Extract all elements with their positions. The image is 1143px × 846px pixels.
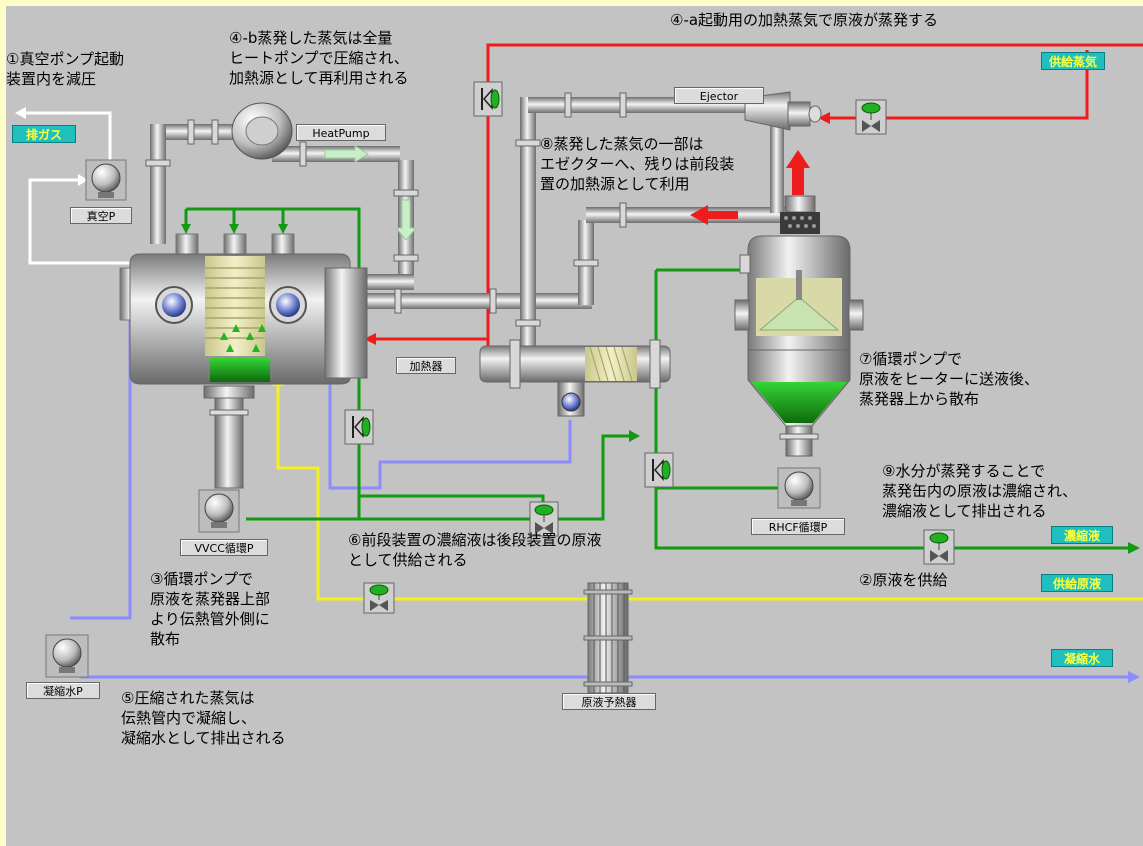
- label-rhcf-pump: RHCF循環P: [751, 518, 845, 535]
- condensate-pump-icon[interactable]: [45, 634, 89, 678]
- vvcc-evaporator: [119, 233, 368, 489]
- label-condensate-pump: 凝縮水P: [26, 682, 100, 699]
- arrow-lightgreen-icon: [394, 199, 418, 241]
- note-series-feed: ⑥前段装置の濃縮液は後段装置の原液 として供給される: [348, 531, 602, 569]
- concentrate-control-valve-icon[interactable]: [923, 529, 955, 565]
- steam-control-valve-icon[interactable]: [855, 99, 887, 135]
- arrow-red-icon: [364, 333, 376, 345]
- rhcf-evaporator: [734, 195, 864, 457]
- condensate-valve-icon[interactable]: [344, 409, 374, 445]
- arrow-white-icon: [15, 107, 26, 119]
- arrow-white-icon: [78, 174, 88, 186]
- label-preheater: 原液予熱器: [562, 693, 656, 710]
- feed-control-valve-icon[interactable]: [363, 582, 395, 614]
- note-feed-supply: ②原液を供給: [859, 571, 948, 589]
- arrow-red-icon: [690, 205, 738, 225]
- note-vapor-split: ⑧蒸発した蒸気の一部は エゼクターへ、残りは前段装 置の加熱源として利用: [540, 135, 735, 193]
- rhcf-pump-icon[interactable]: [777, 467, 821, 509]
- arrow-blue-icon: [1128, 671, 1140, 683]
- circulation-control-valve-icon[interactable]: [529, 501, 559, 537]
- label-heater: 加熱器: [396, 357, 456, 374]
- arrow-green-icon: [229, 224, 239, 234]
- heater-condensate-line: [328, 372, 572, 490]
- label-ejector: Ejector: [674, 87, 764, 104]
- label-vacuum-pump: 真空P: [70, 207, 132, 224]
- label-vvcc-pump: VVCC循環P: [180, 539, 268, 556]
- vvcc-pump-icon[interactable]: [198, 489, 240, 533]
- steam-valve-icon[interactable]: [473, 81, 503, 117]
- arrow-red-icon: [818, 112, 830, 124]
- stream-tag-steam-supply: 供給蒸気: [1041, 52, 1105, 70]
- arrow-green-icon: [629, 430, 640, 442]
- arrow-lightgreen-icon: [324, 145, 369, 163]
- process-diagram: ①真空ポンプ起動 装置内を減圧 ④-b蒸発した蒸気は全量 ヒートポンプで圧縮され…: [6, 6, 1143, 846]
- vacuum-pump-icon[interactable]: [85, 159, 127, 201]
- stream-tag-condensate: 凝縮水: [1051, 649, 1113, 667]
- note-vvcc-circulation: ③循環ポンプで 原液を蒸発器上部 より伝熱管外側に 散布: [150, 570, 271, 648]
- label-heat-pump: HeatPump: [296, 124, 386, 141]
- stream-tag-concentrate: 濃縮液: [1051, 526, 1113, 544]
- note-concentration: ⑨水分が蒸発することで 蒸発缶内の原液は濃縮され、 濃縮液として排出される: [882, 462, 1078, 520]
- heater: [479, 339, 671, 417]
- condensate-line-vertical: [70, 320, 132, 620]
- note-condensation: ⑤圧縮された蒸気は 伝熱管内で凝縮し、 凝縮水として排出される: [121, 689, 286, 747]
- rhcf-valve-icon[interactable]: [644, 452, 674, 488]
- steam-line-to-ejector: [825, 50, 1089, 120]
- note-rhcf-circulation: ⑦循環ポンプで 原液をヒーターに送液後、 蒸発器上から散布: [859, 350, 1040, 408]
- preheater: [583, 582, 633, 694]
- stream-tag-feed-supply: 供給原液: [1041, 574, 1113, 592]
- note-heat-pump-reuse: ④-b蒸発した蒸気は全量 ヒートポンプで圧縮され、 加熱源として再利用される: [229, 29, 409, 87]
- arrow-green-icon: [1128, 542, 1140, 554]
- vvcc-circulation-line: [246, 434, 632, 521]
- vacuum-suction-line: [28, 178, 155, 265]
- arrow-green-icon: [278, 224, 288, 234]
- note-startup-steam: ④-a起動用の加熱蒸気で原液が蒸発する: [670, 11, 939, 29]
- stream-tag-exhaust: 排ガス: [12, 125, 76, 143]
- arrow-green-icon: [181, 224, 191, 234]
- process-flow-svg: [15, 43, 1143, 694]
- note-vacuum-start: ①真空ポンプ起動 装置内を減圧: [6, 50, 124, 88]
- steam-line-main: [486, 43, 1143, 355]
- heat-pump-compressor: [231, 102, 293, 160]
- arrow-red-icon: [786, 150, 810, 195]
